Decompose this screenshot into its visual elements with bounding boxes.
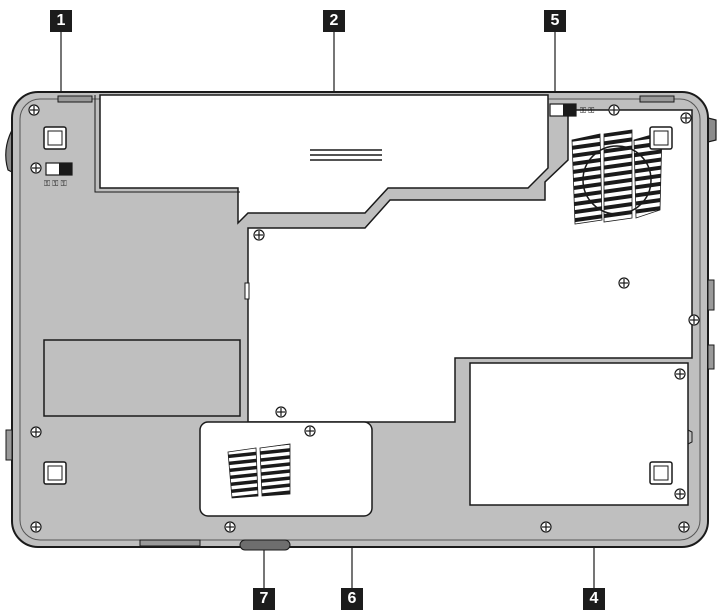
right-edge-port [707,279,715,311]
left-edge-port [5,429,13,461]
rubber-foot-icon [43,126,673,485]
hard-disk-cover-notch [687,429,693,445]
latch-right-marks: ⚿ ⚿ [580,106,594,115]
top-pad-right [639,95,675,103]
battery-pack [99,94,549,225]
callout-5: 5 [544,10,566,32]
callout-1: 1 [50,10,72,32]
vent-grille-icon [571,129,663,225]
screw-icon [28,104,700,533]
left-side-bulge [5,129,13,173]
side-tab [244,282,250,300]
bottom-foot-pad [239,539,291,551]
battery-latch-icon [45,103,577,176]
callout-4: 4 [583,588,605,610]
bottom-foot-strip [139,539,201,547]
callout-6: 6 [341,588,363,610]
right-edge-port-2 [707,344,715,370]
battery-grip-lines [310,149,382,161]
callout-2: 2 [323,10,345,32]
top-pad-left [57,95,93,103]
battery-pack-border [94,95,240,193]
right-side-bulge [707,117,717,143]
left-panel-cover [43,339,241,417]
latch-left-marks: ⚿ ⚿ ⚿ [44,179,67,188]
vent-grille-small-icon [227,443,291,499]
callout-7: 7 [253,588,275,610]
